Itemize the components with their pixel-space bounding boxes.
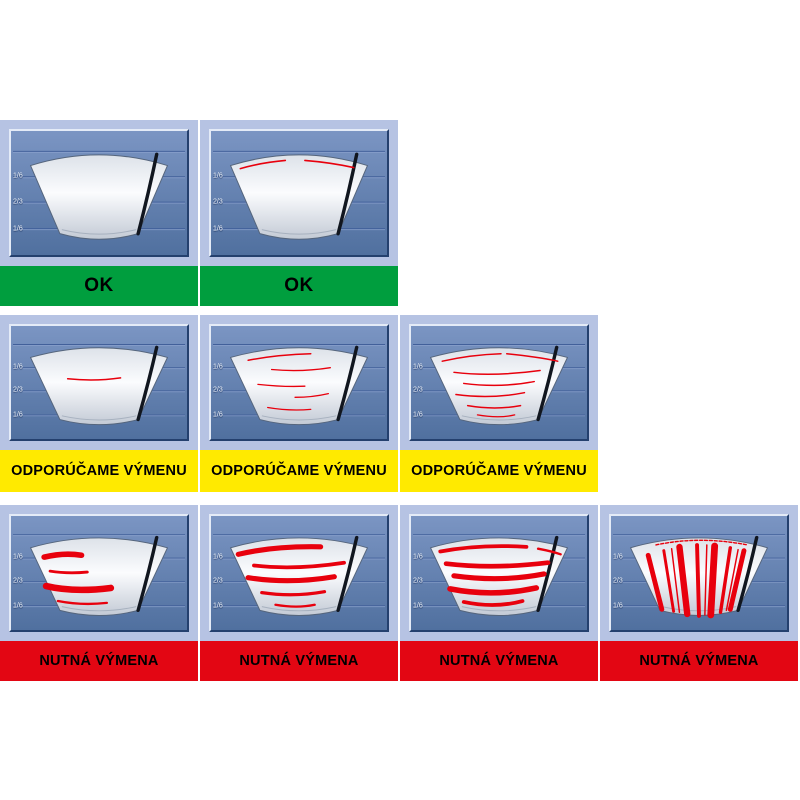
fraction-marker: 2/3 bbox=[613, 577, 623, 585]
fraction-marker: 1/6 bbox=[413, 411, 423, 419]
fraction-marker: 1/6 bbox=[413, 553, 423, 561]
windshield-panel: 1/6 2/3 1/6 bbox=[209, 129, 389, 257]
fraction-marker: 1/6 bbox=[213, 411, 223, 419]
fraction-marker: 2/3 bbox=[213, 386, 223, 394]
fraction-marker: 2/3 bbox=[13, 577, 23, 585]
status-band-required: NUTNÁ VÝMENA bbox=[200, 641, 398, 681]
wear-cell-r3c2: 1/6 2/3 1/6 NUTNÁ VÝMENA bbox=[200, 505, 398, 681]
windshield-art bbox=[611, 516, 787, 630]
fraction-marker: 2/3 bbox=[213, 577, 223, 585]
row-required: 1/6 2/3 1/6 NUTNÁ VÝMENA 1/6 2/3 1/6 NUT… bbox=[0, 505, 798, 681]
wear-cell-r2c2: 1/6 2/3 1/6 ODPORÚČAME VÝMENU bbox=[200, 315, 398, 492]
fraction-marker: 1/6 bbox=[13, 225, 23, 233]
wiper-diagram-area: 1/6 2/3 1/6 bbox=[0, 505, 198, 641]
windshield-art bbox=[211, 131, 387, 255]
windshield-panel: 1/6 2/3 1/6 bbox=[9, 324, 189, 441]
wear-cell-r3c4: 1/6 2/3 1/6 NUTNÁ VÝMENA bbox=[600, 505, 798, 681]
status-band-ok: OK bbox=[0, 266, 198, 306]
fraction-marker: 1/6 bbox=[13, 411, 23, 419]
fraction-marker: 1/6 bbox=[213, 363, 223, 371]
wiper-diagram-area: 1/6 2/3 1/6 bbox=[600, 505, 798, 641]
fraction-marker: 1/6 bbox=[213, 553, 223, 561]
fraction-marker: 1/6 bbox=[13, 172, 23, 180]
wiper-diagram-area: 1/6 2/3 1/6 bbox=[0, 120, 198, 266]
row-recommended: 1/6 2/3 1/6 ODPORÚČAME VÝMENU 1/6 2/3 1/… bbox=[0, 315, 598, 492]
fraction-marker: 1/6 bbox=[613, 553, 623, 561]
fraction-marker: 2/3 bbox=[13, 198, 23, 206]
windshield-panel: 1/6 2/3 1/6 bbox=[609, 514, 789, 632]
windshield-panel: 1/6 2/3 1/6 bbox=[9, 514, 189, 632]
fraction-marker: 2/3 bbox=[13, 386, 23, 394]
row-ok: 1/6 2/3 1/6 OK 1/6 2/3 1/6 OK bbox=[0, 120, 398, 306]
windshield-panel: 1/6 2/3 1/6 bbox=[209, 324, 389, 441]
fraction-marker: 1/6 bbox=[613, 602, 623, 610]
fraction-marker: 1/6 bbox=[213, 225, 223, 233]
status-band-required: NUTNÁ VÝMENA bbox=[600, 641, 798, 681]
wiper-diagram-area: 1/6 2/3 1/6 bbox=[400, 315, 598, 450]
fraction-marker: 2/3 bbox=[413, 386, 423, 394]
wiper-diagram-area: 1/6 2/3 1/6 bbox=[200, 315, 398, 450]
wear-cell-r3c1: 1/6 2/3 1/6 NUTNÁ VÝMENA bbox=[0, 505, 198, 681]
status-band-recommended: ODPORÚČAME VÝMENU bbox=[0, 450, 198, 492]
wear-cell-r1c2: 1/6 2/3 1/6 OK bbox=[200, 120, 398, 306]
windshield-panel: 1/6 2/3 1/6 bbox=[9, 129, 189, 257]
status-band-recommended: ODPORÚČAME VÝMENU bbox=[400, 450, 598, 492]
wear-cell-r1c1: 1/6 2/3 1/6 OK bbox=[0, 120, 198, 306]
fraction-marker: 1/6 bbox=[13, 363, 23, 371]
wiper-diagram-area: 1/6 2/3 1/6 bbox=[0, 315, 198, 450]
windshield-art bbox=[411, 516, 587, 630]
fraction-marker: 2/3 bbox=[413, 577, 423, 585]
fraction-marker: 1/6 bbox=[13, 602, 23, 610]
windshield-panel: 1/6 2/3 1/6 bbox=[409, 514, 589, 632]
windshield-art bbox=[11, 326, 187, 439]
windshield-art bbox=[211, 516, 387, 630]
status-band-recommended: ODPORÚČAME VÝMENU bbox=[200, 450, 398, 492]
fraction-marker: 1/6 bbox=[13, 553, 23, 561]
windshield-art bbox=[211, 326, 387, 439]
windshield-panel: 1/6 2/3 1/6 bbox=[409, 324, 589, 441]
windshield-panel: 1/6 2/3 1/6 bbox=[209, 514, 389, 632]
fraction-marker: 1/6 bbox=[213, 172, 223, 180]
wear-cell-r2c1: 1/6 2/3 1/6 ODPORÚČAME VÝMENU bbox=[0, 315, 198, 492]
wiper-diagram-area: 1/6 2/3 1/6 bbox=[200, 505, 398, 641]
fraction-marker: 1/6 bbox=[413, 363, 423, 371]
wear-cell-r2c3: 1/6 2/3 1/6 ODPORÚČAME VÝMENU bbox=[400, 315, 598, 492]
fraction-marker: 2/3 bbox=[213, 198, 223, 206]
wiper-diagram-area: 1/6 2/3 1/6 bbox=[400, 505, 598, 641]
wear-cell-r3c3: 1/6 2/3 1/6 NUTNÁ VÝMENA bbox=[400, 505, 598, 681]
status-band-required: NUTNÁ VÝMENA bbox=[400, 641, 598, 681]
windshield-art bbox=[411, 326, 587, 439]
windshield-art bbox=[11, 516, 187, 630]
fraction-marker: 1/6 bbox=[413, 602, 423, 610]
status-band-ok: OK bbox=[200, 266, 398, 306]
status-band-required: NUTNÁ VÝMENA bbox=[0, 641, 198, 681]
fraction-marker: 1/6 bbox=[213, 602, 223, 610]
wiper-diagram-area: 1/6 2/3 1/6 bbox=[200, 120, 398, 266]
windshield-art bbox=[11, 131, 187, 255]
